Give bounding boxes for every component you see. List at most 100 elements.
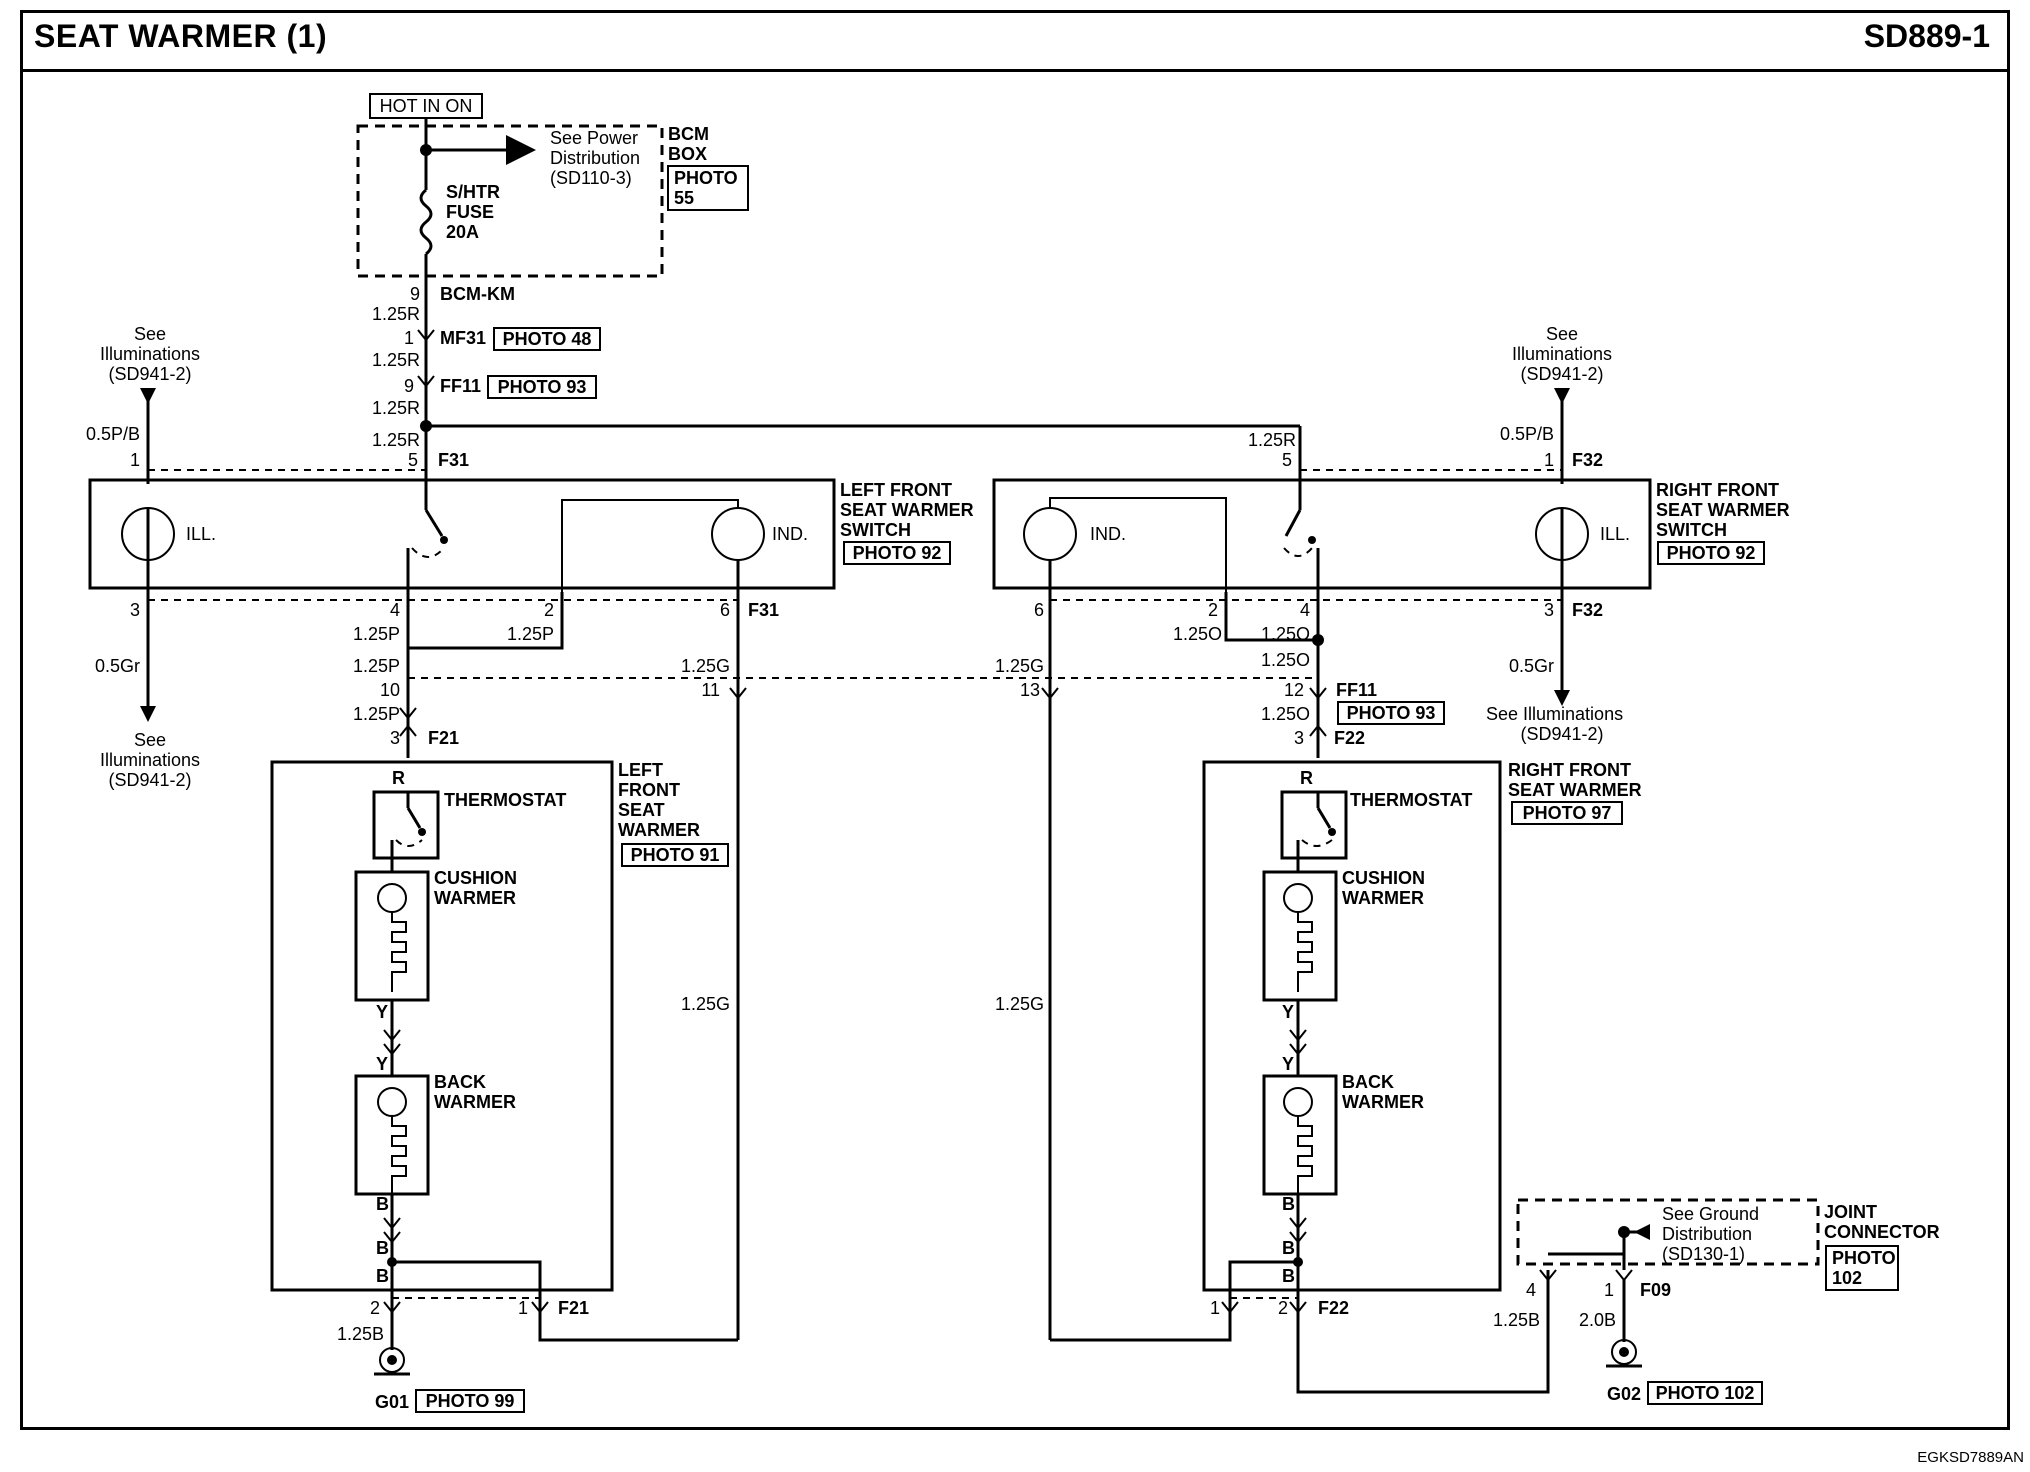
ff11-pin: 9 — [404, 376, 414, 396]
right-pin4: 4 — [1300, 600, 1310, 620]
right-ground-photo: PHOTO 102 — [1656, 1383, 1755, 1403]
right-seat-body — [1202, 760, 1502, 1292]
left-wire-p-1: 1.25P — [353, 624, 400, 644]
left-pin1: 1 — [130, 450, 140, 470]
left-wire-y-1: Y — [376, 1002, 388, 1022]
left-see-ill-b2: Illuminations — [100, 750, 200, 770]
left-switch-name-1: LEFT FRONT — [840, 480, 952, 500]
left-thermo-contact — [418, 828, 426, 836]
left-pin6: 6 — [720, 600, 730, 620]
left-ground-dot — [387, 1355, 397, 1365]
left-pin5: 5 — [408, 450, 418, 470]
right-ff11-pin13: 13 — [1020, 680, 1040, 700]
right-switch-name-1: RIGHT FRONT — [1656, 480, 1779, 500]
right-wire-b-3: B — [1282, 1266, 1295, 1286]
right-back-2: WARMER — [1342, 1092, 1424, 1112]
right-ground-wire-label: 1.25B — [1493, 1310, 1540, 1330]
left-ind-lamp — [711, 507, 765, 561]
right-seat-out: 1 2 F22 1.25B — [1210, 1270, 1550, 1394]
right-seat-photo-box — [1511, 801, 1623, 825]
fuse-label-3: 20A — [446, 222, 479, 242]
left-wire-r: R — [392, 768, 405, 788]
left-ff11-conn — [399, 707, 417, 720]
left-switch-body — [88, 478, 836, 590]
bcm-photo-1: PHOTO — [674, 168, 738, 188]
right-pin1: 1 — [1544, 450, 1554, 470]
ff11-photo-box — [487, 375, 597, 399]
wire-r-3: 1.25R — [372, 398, 420, 418]
wire-r-5: 1.25R — [1248, 430, 1296, 450]
right-ff11-label: FF11 — [1336, 680, 1377, 700]
left-seat-wiring: 1.25P 1.25P 1.25P 10 1.25P 3 F21 — [353, 592, 564, 758]
left-out-conn: F21 — [558, 1298, 589, 1318]
left-seat-body — [270, 760, 614, 1292]
left-thermo-blade — [406, 807, 422, 829]
right-thermostat — [1280, 790, 1348, 860]
left-g-label-1: 1.25G — [681, 656, 730, 676]
left-wire-p-4: 1.25P — [353, 704, 400, 724]
right-cushion-ptc — [1283, 883, 1313, 913]
right-wire-y-2: Y — [1282, 1054, 1294, 1074]
right-see-ill-inline: See Illuminations — [1486, 704, 1623, 724]
right-pin2: 2 — [1208, 600, 1218, 620]
left-pin3: 3 — [130, 600, 140, 620]
joint-photo-2: 102 — [1832, 1268, 1862, 1288]
joint-photo-box — [1825, 1245, 1899, 1291]
right-thermo-blade — [1316, 807, 1332, 829]
left-wire-p-2: 1.25P — [507, 624, 554, 644]
left-see-ill-3: (SD941-2) — [108, 364, 191, 384]
right-wire-o-2: 1.25O — [1261, 624, 1310, 644]
right-conn-bottom: F32 — [1572, 600, 1603, 620]
bcm-km-label: BCM-KM — [440, 284, 515, 304]
joint-pin1: 1 — [1604, 1280, 1614, 1300]
hot-in-on-label: HOT IN ON — [380, 96, 473, 116]
right-sw-blade — [1284, 509, 1302, 537]
right-g-label-1: 1.25G — [995, 656, 1044, 676]
mf31-label: MF31 — [440, 328, 486, 348]
right-o-splice — [1312, 634, 1324, 646]
title-bar — [20, 10, 2010, 72]
see-power-line-3: (SD110-3) — [550, 168, 632, 188]
right-thermo-contact — [1328, 828, 1336, 836]
right-wire-b-1: B — [1282, 1194, 1295, 1214]
left-seat-name-1: LEFT — [618, 760, 663, 780]
right-g-wire: 1.25G 13 1.25G — [995, 592, 1232, 1342]
right-wire-o-1: 1.25O — [1173, 624, 1222, 644]
joint-box-outline — [1516, 1198, 1820, 1266]
left-wire-b-1: B — [376, 1194, 389, 1214]
left-ground-photo: PHOTO 99 — [426, 1391, 515, 1411]
left-pin4: 4 — [390, 600, 400, 620]
joint-pin1-mark — [1615, 1269, 1633, 1282]
joint-connector: See Ground Distribution (SD130-1) JOINT … — [1516, 1198, 1940, 1405]
left-seat-name-3: SEAT — [618, 800, 665, 820]
left-gr-label: 0.5Gr — [95, 656, 140, 676]
right-y-conn — [1289, 1029, 1307, 1056]
right-pin5: 5 — [1282, 450, 1292, 470]
left-b-conn — [383, 1217, 401, 1244]
joint-name-1: JOINT — [1824, 1202, 1877, 1222]
right-wire-b-2: B — [1282, 1238, 1295, 1258]
right-thermo-link — [1301, 839, 1333, 847]
left-cushion-1: CUSHION — [434, 868, 517, 888]
right-sw-link — [1283, 547, 1313, 557]
right-ill-arrow — [1554, 388, 1570, 404]
left-thermostat — [372, 790, 440, 860]
right-ind-link — [1049, 497, 1227, 592]
bcm-label-2: BOX — [668, 144, 707, 164]
right-wire-o-4: 1.25O — [1261, 704, 1310, 724]
see-ground-3: (SD130-1) — [1662, 1244, 1745, 1264]
right-seat-photo: PHOTO 97 — [1523, 803, 1612, 823]
right-back-1: BACK — [1342, 1072, 1394, 1092]
left-g-label-2: 1.25G — [681, 994, 730, 1014]
left-seat-name-4: WARMER — [618, 820, 700, 840]
ff11-photo: PHOTO 93 — [498, 377, 587, 397]
right-out-pin1: 1 — [1210, 1298, 1220, 1318]
right-seat-name-2: SEAT WARMER — [1508, 780, 1642, 800]
right-ground-run — [1296, 1270, 1550, 1394]
right-pin3: 3 — [1544, 600, 1554, 620]
right-cushion-coil — [1297, 912, 1313, 992]
left-p-link — [408, 592, 564, 650]
left-g-conn — [729, 687, 747, 700]
wire-r-1: 1.25R — [372, 304, 420, 324]
right-seat-name-1: RIGHT FRONT — [1508, 760, 1631, 780]
